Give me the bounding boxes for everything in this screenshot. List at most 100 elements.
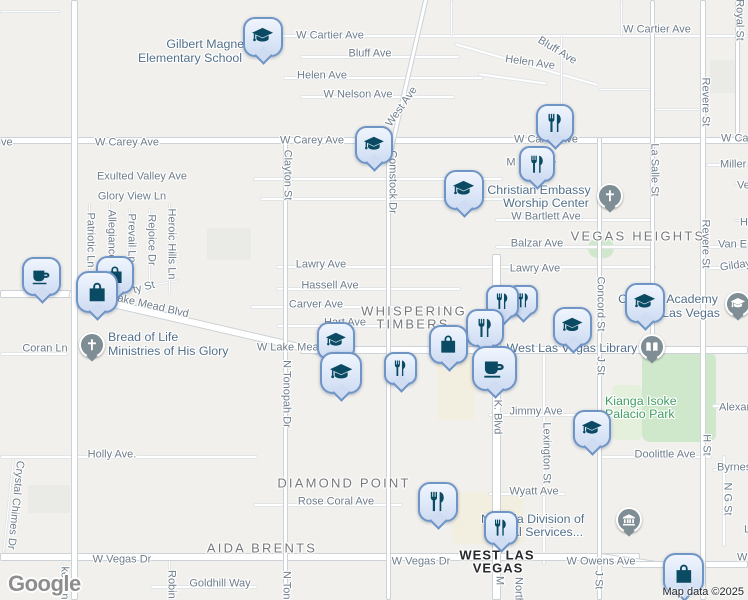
street-label-w-vegas-dr: W Vegas Dr <box>391 555 451 568</box>
street-label-robin: Robin <box>165 570 178 599</box>
cafe-icon <box>30 265 52 287</box>
poi-label-bread-of-life[interactable]: Bread of Life <box>108 329 179 344</box>
restaurant-marker[interactable] <box>519 146 555 190</box>
street-label-hassell-ave: Hassell Ave <box>301 279 359 292</box>
road <box>253 177 503 181</box>
street-label-clayton-st: Clayton St <box>281 149 294 201</box>
cafe-marker[interactable] <box>22 257 61 304</box>
street-label-coran-ln: Coran Ln <box>22 342 68 355</box>
restaurant-icon <box>474 317 496 339</box>
park-label-palacio-park[interactable]: Palacio Park <box>605 406 675 421</box>
church-poi[interactable] <box>597 183 623 213</box>
area-label-diamond-point: DIAMOND POINT <box>277 475 411 491</box>
library-poi[interactable] <box>639 334 665 364</box>
school-poi[interactable] <box>725 291 748 321</box>
government-icon <box>621 512 637 528</box>
poi-label-gilbert-magnet[interactable]: Gilbert Magnet <box>166 36 248 51</box>
road <box>0 352 68 356</box>
street-label-w-carey-ave: W Carey Ave <box>721 132 748 145</box>
pin-tail <box>332 383 351 402</box>
school-icon <box>325 330 347 352</box>
google-logo[interactable]: Google <box>8 571 81 596</box>
school-marker[interactable] <box>320 352 362 402</box>
street-label-ve: ve <box>1 136 13 149</box>
road <box>477 72 548 86</box>
restaurant-marker[interactable] <box>536 104 574 150</box>
school-icon <box>452 178 475 201</box>
street-label-byrnes: Byrnes <box>717 461 748 474</box>
street-label-jimmy-ave: Jimmy Ave <box>509 405 563 418</box>
church-poi[interactable] <box>79 332 105 362</box>
pin-tail <box>485 380 505 399</box>
street-label-n-g-st: N G St <box>721 482 734 516</box>
road <box>735 0 740 140</box>
restaurant-icon <box>544 112 566 134</box>
road <box>250 305 462 309</box>
restaurant-marker[interactable] <box>384 352 417 393</box>
road <box>276 287 461 291</box>
cafe-marker[interactable] <box>472 346 517 399</box>
restaurant-icon <box>391 359 410 378</box>
street-label-w-nelson-ave: W Nelson Ave <box>323 88 393 101</box>
street-label-l: L <box>744 523 748 536</box>
road <box>0 10 60 13</box>
school-marker[interactable] <box>625 283 665 331</box>
school-marker[interactable] <box>573 410 611 456</box>
restaurant-marker[interactable] <box>466 309 504 355</box>
street-label-bluff-ave: Bluff Ave <box>348 47 392 60</box>
school-marker[interactable] <box>243 17 283 65</box>
shopping-marker[interactable] <box>429 325 468 372</box>
school-marker[interactable] <box>553 307 592 354</box>
restaurant-marker[interactable] <box>418 482 458 530</box>
block-area <box>28 485 70 513</box>
poi-label-las-vegas[interactable]: Las Vegas <box>662 305 720 320</box>
street-label-ty-st: ty St <box>131 278 157 297</box>
street-label-allegiance: Allegiance <box>105 209 118 261</box>
street-label-doolittle-ave: Doolittle Ave <box>634 448 696 461</box>
street-label-revere-st: Revere St <box>699 219 712 269</box>
road <box>276 265 656 269</box>
pin-tail <box>32 285 52 304</box>
street-label-heroic-hills-ln: Heroic Hills Ln <box>165 208 178 280</box>
road <box>253 503 403 507</box>
cafe-icon <box>481 355 507 381</box>
street-label-w-owens-ave: W Owens Ave <box>566 555 636 568</box>
street-label-lexington-st: Lexington St <box>540 422 553 484</box>
park-label-kianga-isoke[interactable]: Kianga Isoke <box>605 393 677 408</box>
government-poi[interactable] <box>616 507 642 537</box>
restaurant-icon <box>491 518 510 537</box>
street-label-lawry-ave: Lawry Ave <box>509 262 561 275</box>
street-label-balzar-ave: Balzar Ave <box>510 237 564 250</box>
school-marker[interactable] <box>444 170 484 218</box>
street-label-comstock-dr: Comstock Dr <box>386 150 399 214</box>
shopping-marker[interactable] <box>76 271 118 321</box>
road <box>150 585 258 589</box>
area-label-timbers: TIMBERS <box>376 316 450 332</box>
school-icon <box>730 296 746 312</box>
street-label-rose-coral-ave: Rose Coral Ave <box>297 495 375 508</box>
school-icon <box>581 418 603 440</box>
street-label-lawry-ave: Lawry Ave <box>295 258 347 271</box>
shopping-icon <box>672 562 696 586</box>
school-icon <box>363 134 385 156</box>
poi-label-ministries-of-his-glory[interactable]: Ministries of His Glory <box>108 343 229 358</box>
church-icon <box>602 188 618 204</box>
road <box>0 455 258 459</box>
street-label-holly-ave: Holly Ave. <box>87 448 137 461</box>
street-label-ve: Ve <box>737 179 748 192</box>
school-marker[interactable] <box>355 126 393 172</box>
shopping-marker[interactable] <box>663 553 704 600</box>
street-label-ha: Ha <box>740 216 748 229</box>
street-label-revere-st: Revere St <box>699 77 712 127</box>
road <box>488 492 566 496</box>
road <box>300 55 460 59</box>
poi-label-elementary-school[interactable]: Elementary School <box>138 50 242 65</box>
street-label-w-cartier-ave: W Cartier Ave <box>296 29 364 42</box>
poi-label-christian-embassy[interactable]: Christian Embassy <box>487 182 591 197</box>
street-label-kee-ln: kee Ln <box>58 566 71 600</box>
street-label-j-st: J St <box>592 570 605 590</box>
poi-label-worship-center[interactable]: Worship Center <box>503 195 589 210</box>
restaurant-marker[interactable] <box>484 511 518 553</box>
street-label-w-carey-ave: W Carey Ave <box>95 136 159 149</box>
